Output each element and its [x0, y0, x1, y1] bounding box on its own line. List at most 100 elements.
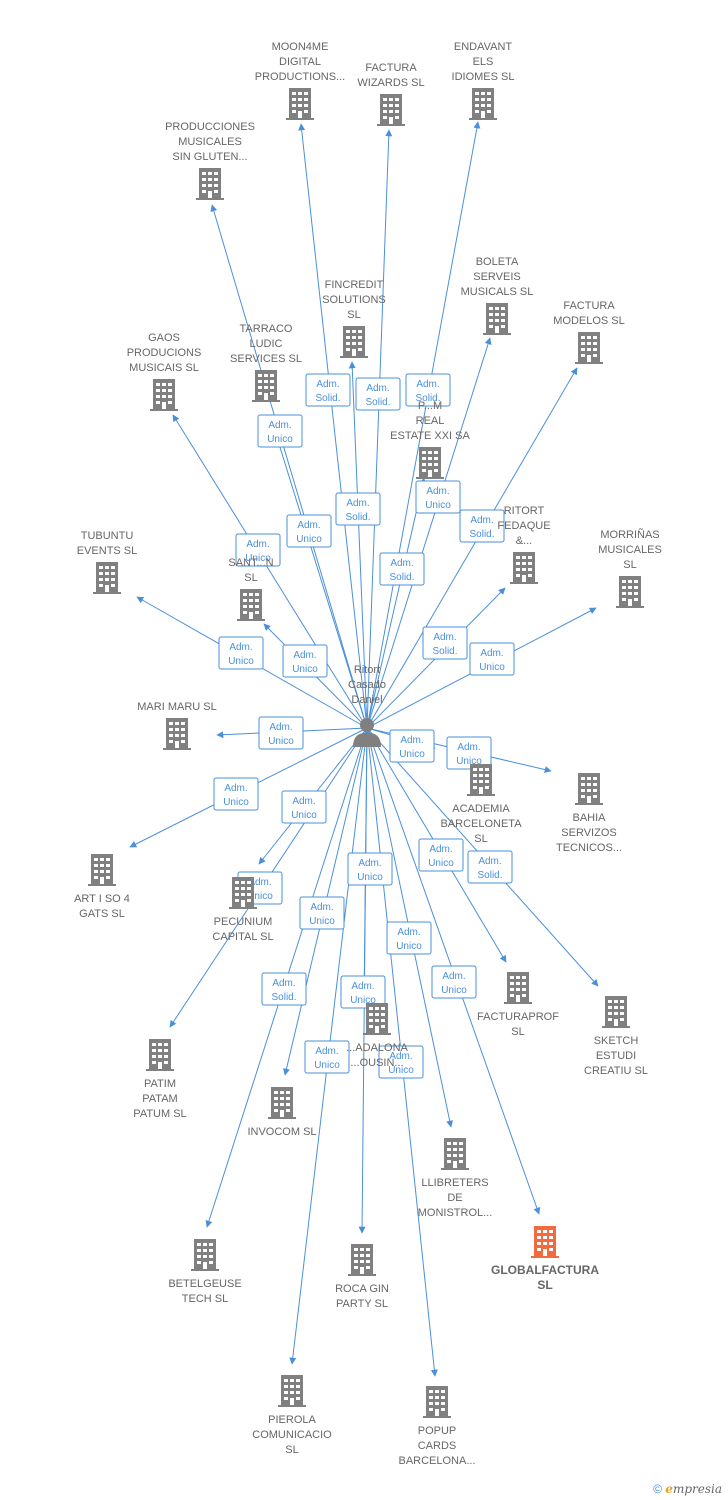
edge-label-tubuntu[interactable]: Adm.Unico	[218, 636, 264, 670]
company-name-line: GAOS	[148, 332, 180, 344]
edge-label-roca-gin[interactable]: Adm.Unico	[340, 975, 386, 1009]
company-name-line: SKETCH	[594, 1035, 639, 1047]
edge-label-morrinas[interactable]: Adm.Unico	[469, 642, 515, 676]
edge-label-text: Adm.	[224, 783, 247, 794]
edge-label-santon[interactable]: Adm.Unico	[282, 644, 328, 678]
company-name-line: BARCELONETA	[440, 818, 522, 830]
edge-label-pierola[interactable]: Adm.Unico	[304, 1040, 350, 1074]
edge-label-llibreters[interactable]: Adm.Unico	[386, 921, 432, 955]
copyright-symbol: ©	[653, 1482, 662, 1496]
edge-label-academia[interactable]: Adm.Unico	[389, 729, 435, 763]
footer-brand[interactable]: © empresia	[653, 1482, 722, 1496]
edge-label-text: Unico	[396, 941, 422, 952]
edge-label-box	[446, 736, 492, 770]
edge-label-fincredit[interactable]: Adm.Solid.	[335, 492, 381, 526]
edge-label-text: Adm.	[310, 902, 333, 913]
edge-labels-layer: Adm.Solid.Adm.Solid.Adm.Solid.Adm.UnicoA…	[213, 373, 515, 1079]
edge-label-badalona[interactable]: Adm.Unico	[347, 852, 393, 886]
company-name-line: POPUP	[418, 1425, 457, 1437]
edge-label-box	[415, 480, 461, 514]
edge-label-boleta[interactable]: Adm.Unico	[415, 480, 461, 514]
company-name-line: PRODUCCIONES	[165, 121, 255, 133]
edge-label-sketch[interactable]: Adm.Solid.	[467, 850, 513, 884]
edge-label-box	[258, 716, 304, 750]
company-name-line: SIN GLUTEN...	[172, 151, 247, 163]
company-name-line: TECNICOS...	[556, 842, 622, 854]
edge-label-globalfactura[interactable]: Adm.Unico	[431, 965, 477, 999]
edge-label-bahia[interactable]: Adm.Unico	[446, 736, 492, 770]
edge-label-pecunium[interactable]: Adm.Unico	[281, 790, 327, 824]
company-node-santon[interactable]: SANT...NSL	[228, 557, 274, 621]
company-name-line: ESTUDI	[596, 1050, 636, 1062]
company-name-line: ...ADALONA	[346, 1042, 408, 1054]
edge-label-text: Unico	[428, 858, 454, 869]
company-node-moon4me[interactable]: MOON4MEDIGITALPRODUCTIONS...	[255, 41, 345, 120]
company-node-mari-maru[interactable]: MARI MARU SL	[137, 701, 217, 750]
edge-label-text: Solid.	[389, 572, 414, 583]
company-node-llibreters[interactable]: LLIBRETERSDEMONISTROL...	[418, 1138, 493, 1219]
company-name-line: CREATIU SL	[584, 1065, 648, 1077]
building-icon	[441, 1138, 469, 1170]
company-name-line: SANT...N	[228, 557, 273, 569]
edge-label-factura-modelos[interactable]: Adm.Solid.	[459, 509, 505, 543]
edge-label-real-estate[interactable]: Adm.Solid.	[379, 552, 425, 586]
edge-label-tarraco[interactable]: Adm.Unico	[286, 514, 332, 548]
edge-label-popup[interactable]: Adm.Unico	[378, 1045, 424, 1079]
edge-label-invocom[interactable]: Adm.Unico	[299, 896, 345, 930]
edge-label-moon4me[interactable]: Adm.Solid.	[305, 373, 351, 407]
edge-label-mari-maru[interactable]: Adm.Unico	[258, 716, 304, 750]
edge-label-text: Adm.	[248, 877, 271, 888]
edge-label-factura-wizards[interactable]: Adm.Solid.	[355, 377, 401, 411]
company-name-line: COMUNICACIO	[252, 1429, 332, 1441]
company-name-line: DIGITAL	[279, 56, 321, 68]
company-name-line: WIZARDS SL	[357, 77, 424, 89]
company-name-line: FEDAQUE	[497, 520, 550, 532]
company-name-line: PIEROLA	[268, 1414, 316, 1426]
company-node-bahia[interactable]: BAHIASERVIZOSTECNICOS...	[556, 773, 622, 854]
company-node-ritort-fedaque[interactable]: RITORTFEDAQUE&...	[497, 505, 551, 584]
company-node-badalona[interactable]: ...ADALONA...OUSIN...	[346, 1003, 409, 1069]
company-node-popup[interactable]: POPUPCARDSBARCELONA...	[398, 1386, 476, 1467]
edge-label-box	[299, 896, 345, 930]
edge-label-gaos[interactable]: Adm.Unico	[235, 533, 281, 567]
edge-label-art-i-so[interactable]: Adm.Unico	[213, 777, 259, 811]
building-icon	[286, 88, 314, 120]
edge-label-box	[422, 626, 468, 660]
building-icon	[163, 718, 191, 750]
edge-label-endavant[interactable]: Adm.Solid.	[405, 373, 451, 407]
company-name-line: ART I SO 4	[74, 893, 130, 905]
edge-label-box	[379, 552, 425, 586]
edge-label-box	[389, 729, 435, 763]
building-icon	[340, 326, 368, 358]
edge-label-facturaprof[interactable]: Adm.Unico	[418, 838, 464, 872]
edge-label-text: Adm.	[366, 383, 389, 394]
company-node-sketch[interactable]: SKETCH ESTUDI CREATIU SL	[584, 996, 648, 1077]
edge-label-producciones-musicales[interactable]: Adm.Unico	[257, 414, 303, 448]
edge-label-text: Adm.	[297, 520, 320, 531]
edge-label-ritort-fedaque[interactable]: Adm.Solid.	[422, 626, 468, 660]
company-name-line: MUSICAIS SL	[129, 362, 199, 374]
edge-label-betelgeuse[interactable]: Adm.Solid.	[261, 972, 307, 1006]
company-node-invocom[interactable]: INVOCOM SL	[247, 1087, 317, 1138]
